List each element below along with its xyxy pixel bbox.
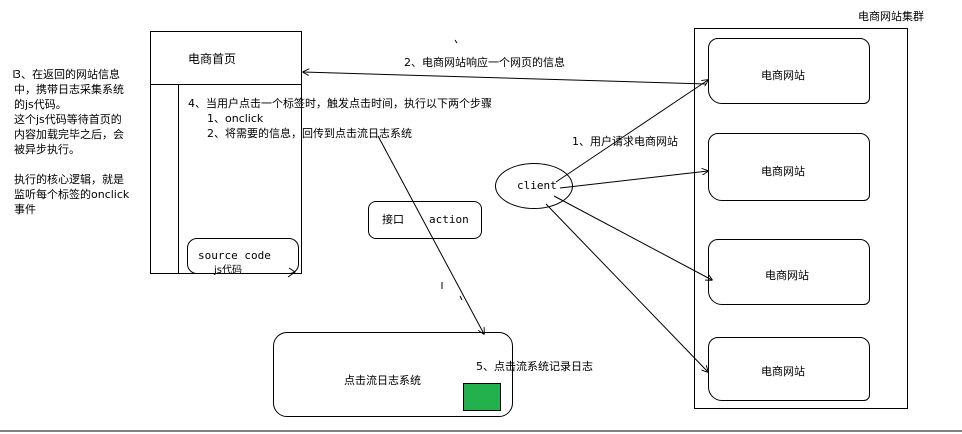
site-label: 电商网站: [761, 165, 805, 178]
homepage-box: 电商首页: [150, 31, 302, 274]
stray-mark-3: [459, 295, 463, 301]
interface-box: 接口 action: [368, 201, 482, 239]
cluster-container: [694, 28, 908, 409]
site-label: 电商网站: [761, 365, 805, 378]
source-code-label: source code: [198, 249, 271, 262]
step3-line: 被异步执行。: [14, 143, 80, 156]
site-box: 电商网站: [708, 337, 870, 401]
step3-line: 事件: [14, 203, 36, 216]
client-to-site-2: [559, 171, 708, 189]
step4-sub2: 2、将需要的信息，回传到点击流日志系统: [207, 127, 412, 140]
cluster-title: 电商网站集群: [858, 10, 924, 23]
source-code-box: source code js代码: [187, 238, 299, 276]
site-box: 电商网站: [708, 239, 870, 305]
step3-line: 监听每个标签的onclick: [14, 188, 130, 201]
client-node: client: [495, 163, 573, 209]
client-to-site-3: [553, 195, 712, 280]
homepage-divider: [151, 84, 301, 85]
step3-line: 内容加载完毕之后，会: [14, 128, 124, 141]
interface-label: 接口: [382, 213, 404, 226]
client-to-site-1: [555, 80, 708, 183]
green-log-block: [463, 383, 501, 411]
site-label: 电商网站: [765, 269, 809, 282]
site-box: 电商网站: [708, 133, 870, 201]
response-arrow: [303, 72, 707, 85]
step1-label: 1、用户请求电商网站: [572, 135, 678, 148]
interface-action: action: [429, 213, 469, 226]
site-label: 电商网站: [761, 69, 805, 82]
step3-line: 的js代码。: [14, 98, 67, 111]
client-label: client: [517, 179, 557, 192]
homepage-inner-line: [178, 85, 179, 273]
js-code-label: js代码: [214, 265, 242, 276]
step5-label: 5、点击流系统记录日志: [476, 360, 593, 373]
step3-line: 执行的核心逻辑，就是: [14, 173, 124, 186]
step2-label: 2、电商网站响应一个网页的信息: [404, 56, 565, 69]
clickstream-system-box: 点击流日志系统: [273, 332, 513, 417]
step4-label: 4、当用户点击一个标签时，触发点击时间，执行以下两个步骤: [188, 97, 492, 110]
stray-mark-1: [454, 39, 458, 44]
clickstream-label: 点击流日志系统: [344, 374, 421, 387]
step3-line: 中，携带日志采集系统: [14, 83, 124, 96]
step3-line: [14, 157, 129, 172]
step3-text: 3、在返回的网站信息 中，携带日志采集系统 的js代码。 这个js代码等待首页的…: [14, 67, 129, 217]
homepage-title: 电商首页: [188, 52, 237, 66]
site-box: 电商网站: [708, 38, 870, 104]
client-to-site-4: [545, 203, 708, 372]
step4-sub1: 1、onclick: [207, 112, 264, 125]
step3-line: 3、在返回的网站信息: [14, 68, 120, 81]
step3-line: 这个js代码等待首页的: [14, 113, 122, 126]
beacon-arrow: [377, 135, 484, 334]
